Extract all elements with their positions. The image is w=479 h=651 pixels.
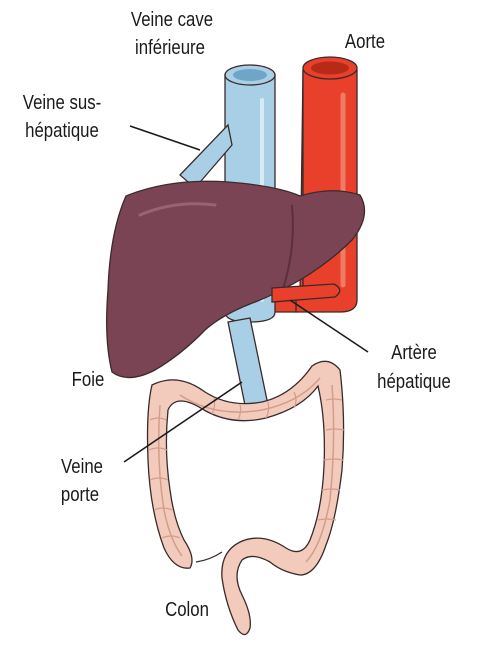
hepatic-vein-label-line1: Veine sus- [23, 91, 101, 114]
hepatic-artery-label-line2: hépatique [377, 370, 451, 393]
portal-vein-label-line1: Veine [61, 455, 103, 478]
vena-cava-label-line2: inférieure [135, 36, 205, 59]
portal-vein [228, 318, 268, 410]
colon-label: Colon [165, 598, 209, 621]
portal-vein-label-line2: porte [61, 483, 99, 506]
vena-cava-label-line1: Veine cave [131, 8, 213, 31]
hepatic-vein-label-line2: hépatique [25, 119, 99, 142]
hepatic-artery-label-line1: Artère [391, 341, 437, 364]
liver-label: Foie [72, 368, 105, 391]
aorta-label: Aorte [345, 30, 385, 53]
hepatic-vein-leader [130, 126, 200, 150]
hepatic-vein [180, 125, 232, 188]
